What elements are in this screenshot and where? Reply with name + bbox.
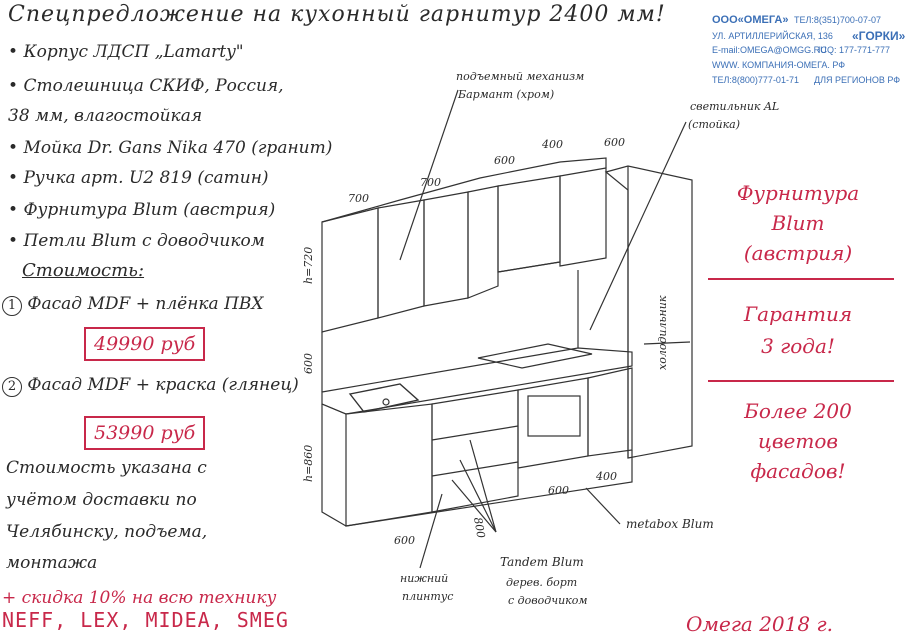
spec-text: Петли Blum с доводчиком	[23, 231, 265, 251]
company-email: E-mail:OMEGA@OMGG.RU	[712, 45, 827, 55]
company-phone-2: ТЕЛ:8(800)777-01-71	[712, 75, 799, 85]
benefit-line: цветов	[757, 429, 839, 453]
label-lift: подъемный механизм	[456, 70, 584, 83]
spec-item: • Петли Blum с доводчиком	[8, 231, 265, 251]
benefit-line: Более 200	[744, 399, 852, 423]
label-metabox: metabox Blum	[626, 517, 714, 531]
spec-text: Фурнитура Blum (австрия)	[23, 200, 276, 220]
price-box-2: 53990 руб	[84, 416, 206, 450]
lower-cabinet	[345, 403, 433, 527]
spec-item: 38 мм, влагостойкая	[8, 106, 202, 126]
label-tandem: дерев. борт	[506, 576, 577, 589]
label-plinth: плинтус	[402, 590, 453, 603]
dim-label: 600	[494, 154, 515, 167]
upper-cabinet	[321, 207, 379, 333]
dim-label: 700	[420, 176, 441, 189]
upper-cabinet	[559, 167, 607, 267]
spec-item: • Фурнитура Blum (австрия)	[8, 200, 276, 220]
cooktop	[477, 343, 593, 369]
company-phone: ТЕЛ:8(351)700-07-07	[794, 15, 881, 25]
price-box-1: 49990 руб	[84, 327, 206, 361]
upper-cabinet	[467, 185, 499, 299]
label-fridge: холодильник	[656, 295, 669, 370]
cost-heading: Стоимость:	[22, 260, 145, 281]
label-lighting: светильник AL	[690, 100, 779, 113]
brands-text: NEFF, LEX, MIDEA, SMEG	[2, 608, 289, 632]
option-text: Фасад MDF + плёнка ПВХ	[27, 294, 264, 314]
note-line: монтажа	[6, 553, 98, 573]
label-lighting: (стойка)	[688, 118, 740, 131]
label-plinth: нижний	[400, 572, 448, 585]
dim-label: 800	[471, 516, 487, 539]
dim-label: h=860	[302, 445, 315, 482]
benefit-2: Гарантия 3 года!	[708, 298, 888, 362]
discount-text: + скидка 10% на всю технику	[2, 588, 277, 608]
benefit-line: фасадов!	[750, 459, 846, 483]
company-name: ООО«ОМЕГА»	[712, 14, 789, 26]
spec-text: 38 мм, влагостойкая	[8, 106, 203, 126]
lower-cabinet	[587, 367, 633, 457]
label-lift: Бармант (хром)	[457, 88, 554, 101]
spec-text: Корпус ЛДСП „Lamarty"	[23, 42, 244, 62]
divider	[708, 380, 894, 382]
company-mall: «ГОРКИ»	[852, 29, 906, 43]
label-tandem: Tandem Blum	[500, 555, 584, 569]
note-line: Стоимость указана с	[6, 458, 207, 478]
dim-label: 400	[541, 138, 563, 151]
spec-text: Ручка арт. U2 819 (сатин)	[23, 168, 269, 188]
company-icq: ICQ: 177-771-777	[818, 45, 891, 55]
benefit-line: Blum	[771, 211, 825, 235]
company-site: WWW. КОМПАНИЯ-ОМЕГА. РФ	[712, 60, 846, 70]
page-title: Спецпредложение на кухонный гарнитур 240…	[8, 2, 666, 27]
countertop	[321, 347, 633, 415]
option-2: 2 Фасад MDF + краска (глянец)	[2, 375, 299, 397]
signature: Омега 2018 г.	[686, 612, 833, 636]
dim-label: 400	[595, 470, 617, 483]
upper-cabinet	[423, 191, 469, 307]
spec-item: • Мойка Dr. Gans Nika 470 (гранит)	[8, 138, 333, 158]
dim-label: 600	[604, 136, 625, 149]
option-number: 2	[2, 377, 22, 397]
label-tandem: с доводчиком	[508, 594, 588, 607]
spec-text: Мойка Dr. Gans Nika 470 (гранит)	[23, 138, 333, 158]
divider	[708, 278, 894, 280]
note-line: учётом доставки по	[6, 490, 197, 510]
company-regions: ДЛЯ РЕГИОНОВ РФ	[814, 75, 901, 85]
upper-cabinet	[377, 199, 425, 319]
benefit-line: (австрия)	[743, 241, 853, 265]
benefit-line: 3 года!	[761, 334, 835, 358]
company-address: УЛ. АРТИЛЛЕРИЙСКАЯ, 136	[712, 31, 833, 41]
spec-item: • Столешница СКИФ, Россия,	[8, 76, 284, 96]
lower-cabinet	[431, 389, 519, 513]
dim-label: 600	[394, 534, 415, 547]
spec-item: • Ручка арт. U2 819 (сатин)	[8, 168, 269, 188]
note-line: Челябинску, подъема,	[6, 522, 208, 542]
fridge-column	[604, 165, 693, 459]
dim-label: h=720	[302, 247, 315, 284]
spec-item: • Корпус ЛДСП „Lamarty"	[8, 42, 244, 62]
benefit-line: Гарантия	[743, 302, 853, 326]
dim-label: 700	[348, 192, 369, 205]
benefit-1: Фурнитура Blum (австрия)	[708, 178, 888, 268]
sink	[348, 383, 420, 413]
option-text: Фасад MDF + краска (глянец)	[27, 375, 299, 395]
option-number: 1	[2, 296, 22, 316]
option-1: 1 Фасад MDF + плёнка ПВХ	[2, 294, 264, 316]
benefit-3: Более 200 цветов фасадов!	[708, 396, 888, 486]
oven-window	[527, 395, 581, 437]
dim-label: 600	[302, 353, 315, 374]
spec-text: Столешница СКИФ, Россия,	[23, 76, 284, 96]
dim-label: 600	[548, 484, 569, 497]
hood-cabinet	[497, 175, 561, 273]
benefit-line: Фурнитура	[736, 181, 860, 205]
